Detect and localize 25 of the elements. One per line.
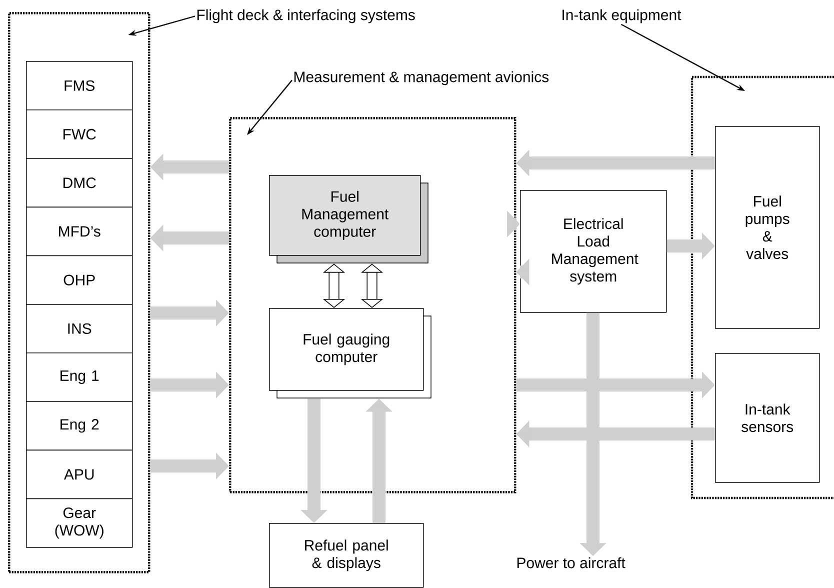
system-box: DMC <box>26 158 133 208</box>
system-box: APU <box>26 450 133 500</box>
stacked-box: Fuel Management computer <box>269 175 428 264</box>
system-box: FWC <box>26 110 133 159</box>
system-box: Eng 2 <box>26 401 133 450</box>
hollow-arrow <box>322 264 346 308</box>
dotted-frame <box>229 117 516 494</box>
system-box: INS <box>26 304 133 354</box>
system-box: Gear (WOW) <box>26 498 133 548</box>
stacked-box: Fuel gauging computer <box>269 308 432 398</box>
system-box: Refuel panel & displays <box>269 523 424 588</box>
dotted-frame <box>8 12 150 574</box>
system-box: In-tank sensors <box>715 353 820 483</box>
system-box: Fuel pumps & valves <box>715 126 820 329</box>
group-heading: In-tank equipment <box>562 9 682 24</box>
dotted-frame <box>690 76 834 500</box>
system-box: MFD’s <box>26 206 133 256</box>
hollow-arrow <box>360 264 384 308</box>
system-box: Electrical Load Management system <box>520 190 667 313</box>
group-heading: Flight deck & interfacing systems <box>197 9 415 24</box>
system-box: Eng 1 <box>26 352 133 402</box>
system-box: OHP <box>26 255 133 305</box>
group-heading: Measurement & management avionics <box>294 71 549 86</box>
output-label: Power to aircraft <box>517 557 626 568</box>
system-box: FMS <box>26 61 133 110</box>
